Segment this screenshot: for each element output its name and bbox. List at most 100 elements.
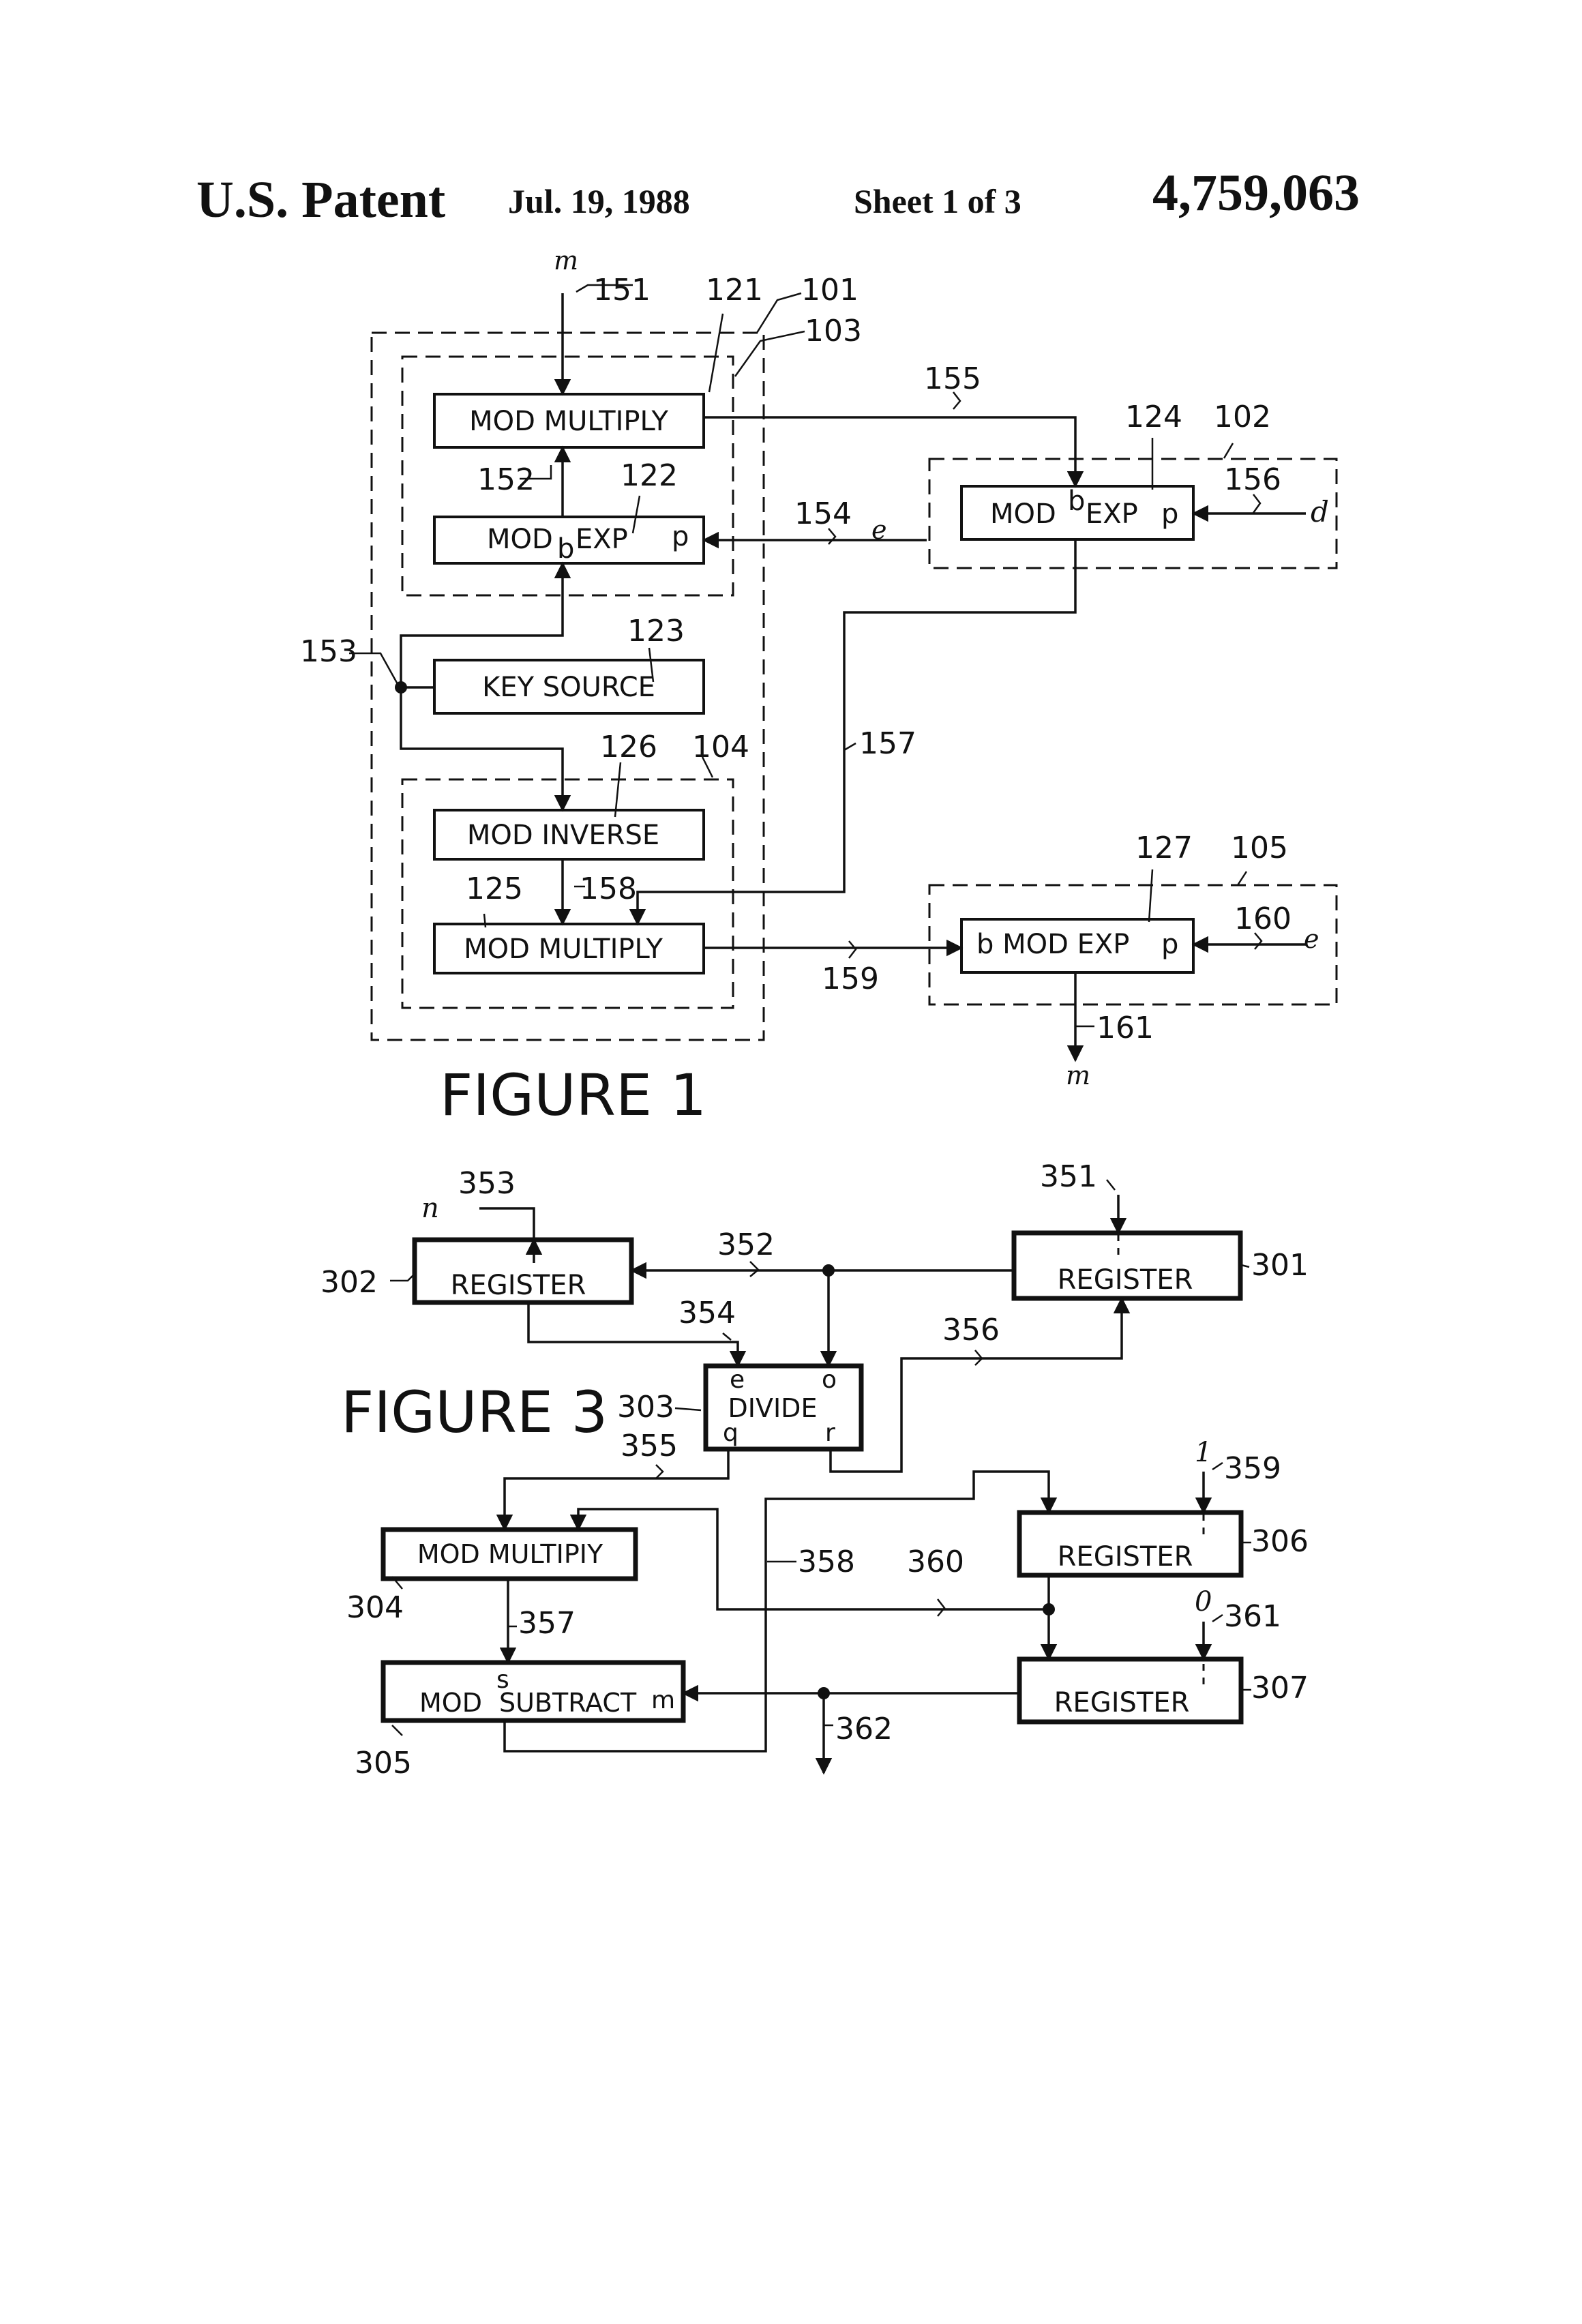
mod-exp-122-p: p	[672, 521, 689, 552]
mod-multiply-block-304: MOD MULTIPIY	[380, 1527, 638, 1581]
ref-101: 101	[801, 273, 859, 308]
mod-exp-122-b: b	[557, 533, 574, 565]
register-307-label: REGISTER	[1054, 1687, 1190, 1718]
ref-355: 355	[621, 1429, 678, 1463]
ref-354: 354	[678, 1296, 736, 1330]
ref-121: 121	[706, 273, 763, 308]
mod-multiply-304-label: MOD MULTIPIY	[417, 1539, 603, 1569]
ref-303: 303	[617, 1390, 674, 1425]
ref-356: 356	[942, 1313, 1000, 1347]
junction-153	[395, 681, 407, 694]
mod-subtract-mod: MOD	[419, 1688, 482, 1718]
ref-302: 302	[320, 1265, 378, 1300]
key-source-label: KEY SOURCE	[482, 672, 655, 703]
register-block-306: REGISTER	[1017, 1510, 1244, 1578]
bmod-exp-block-127: b MOD EXP p	[960, 918, 1195, 974]
ref-305: 305	[355, 1746, 412, 1781]
ref-153: 153	[300, 634, 357, 669]
container-105	[928, 884, 1338, 1006]
patent-date: Jul. 19, 1988	[508, 182, 690, 220]
register-block-302: REGISTER	[412, 1237, 634, 1305]
mod-multiply-block-121: MOD MULTIPLY	[433, 393, 705, 449]
ref-357: 357	[518, 1606, 576, 1641]
mod-inverse-block-126: MOD INVERSE	[433, 809, 705, 861]
signal-1: 1	[1195, 1437, 1212, 1468]
mod-subtract-s-port: s	[496, 1666, 509, 1694]
mod-exp-block-122: MOD b EXP p	[433, 516, 705, 565]
ref-361: 361	[1224, 1599, 1281, 1634]
ref-152: 152	[477, 462, 535, 497]
figure-3-title: FIGURE 3	[341, 1379, 608, 1446]
mod-subtract-block-305: MOD s SUBTRACT m	[380, 1660, 686, 1723]
ref-161: 161	[1096, 1011, 1154, 1045]
mod-exp-122-exp: EXP	[576, 524, 628, 555]
ref-103: 103	[805, 314, 862, 348]
ref-158: 158	[580, 872, 637, 906]
ref-351: 351	[1040, 1159, 1097, 1194]
signal-e-160: e	[1304, 924, 1319, 954]
container-104	[401, 778, 734, 1009]
signal-0: 0	[1195, 1586, 1212, 1618]
ref-105: 105	[1231, 831, 1288, 865]
divide-o-port: o	[822, 1366, 837, 1394]
divide-label: DIVIDE	[728, 1393, 818, 1423]
container-101	[370, 331, 765, 1041]
bmod-exp-127-p: p	[1161, 929, 1178, 960]
mod-multiply-block-125: MOD MULTIPLY	[433, 923, 705, 974]
bmod-exp-127-label: b MOD EXP	[976, 929, 1129, 960]
mod-multiply-125-label: MOD MULTIPLY	[464, 934, 663, 965]
ref-353: 353	[458, 1166, 516, 1201]
mod-exp-122-mod: MOD	[487, 524, 553, 555]
signal-m-output: m	[1066, 1060, 1090, 1090]
register-block-307: REGISTER	[1017, 1656, 1244, 1725]
figure-3: REGISTER REGISTER e o DIVIDE q r MOD MUL…	[320, 1159, 1309, 1781]
container-102	[928, 458, 1338, 569]
ref-127: 127	[1135, 831, 1193, 865]
key-source-block-123: KEY SOURCE	[433, 659, 705, 715]
patent-number: 4,759,063	[1152, 164, 1360, 222]
divide-q-port: q	[723, 1419, 738, 1447]
ref-122: 122	[621, 458, 678, 493]
mod-subtract-label: SUBTRACT	[499, 1688, 637, 1718]
register-block-301: REGISTER	[1011, 1230, 1243, 1301]
ref-160: 160	[1234, 902, 1292, 936]
mod-multiply-121-label: MOD MULTIPLY	[469, 406, 668, 437]
ref-362: 362	[835, 1712, 893, 1746]
divide-e-port: e	[730, 1366, 745, 1394]
signal-d: d	[1311, 495, 1329, 528]
register-302-label: REGISTER	[451, 1270, 586, 1301]
ref-360: 360	[907, 1545, 964, 1579]
ref-301: 301	[1251, 1248, 1309, 1283]
mod-exp-124-p: p	[1161, 498, 1178, 530]
ref-104: 104	[692, 730, 749, 764]
ref-306: 306	[1251, 1524, 1309, 1559]
ref-159: 159	[822, 962, 879, 996]
ref-157: 157	[859, 726, 916, 761]
ref-359: 359	[1224, 1451, 1281, 1486]
figure-1: MOD MULTIPLY MOD b EXP p KEY SOURCE MOD …	[300, 245, 1338, 1129]
signal-e-154: e	[871, 515, 887, 545]
container-103	[401, 355, 734, 597]
ref-124: 124	[1125, 400, 1182, 434]
ref-307: 307	[1251, 1671, 1309, 1705]
ref-358: 358	[798, 1545, 855, 1579]
mod-exp-124-b: b	[1068, 486, 1085, 517]
ref-123: 123	[627, 614, 685, 649]
ref-151: 151	[593, 273, 651, 308]
ref-304: 304	[346, 1590, 404, 1625]
divide-block-303: e o DIVIDE q r	[703, 1363, 864, 1452]
mod-inverse-label: MOD INVERSE	[467, 820, 659, 851]
register-301-label: REGISTER	[1058, 1264, 1193, 1296]
sheet-number: Sheet 1 of 3	[854, 182, 1021, 220]
signal-m-input: m	[554, 245, 578, 275]
mod-exp-124-exp: EXP	[1086, 498, 1138, 530]
ref-125: 125	[466, 872, 523, 906]
ref-352: 352	[717, 1227, 775, 1262]
ref-156: 156	[1224, 462, 1281, 497]
patent-title: U.S. Patent	[196, 171, 445, 228]
signal-n: n	[421, 1193, 439, 1224]
divide-r-port: r	[825, 1419, 835, 1447]
ref-154: 154	[794, 496, 852, 531]
mod-exp-block-124: MOD b EXP p	[960, 485, 1195, 541]
